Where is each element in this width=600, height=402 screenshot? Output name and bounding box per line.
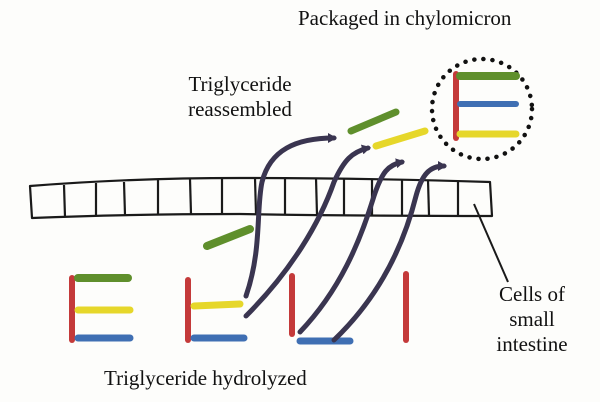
cell-strip-outline	[28, 176, 494, 220]
absorption-arrows	[243, 133, 447, 343]
fatty-acid-yellow	[372, 127, 429, 150]
label-line: reassembled	[188, 97, 292, 121]
fatty-acid-green	[203, 225, 254, 250]
label-triglyceride-reassembled: Triglyceride reassembled	[160, 72, 320, 122]
cell-divider	[122, 181, 127, 216]
cell-divider	[62, 184, 67, 218]
label-line: intestine	[496, 332, 568, 356]
label-line: Triglyceride	[188, 72, 292, 96]
label-cells-of-small-intestine: Cells of small intestine	[482, 282, 582, 357]
fatty-acid-yellow	[190, 300, 244, 310]
cell-divider	[253, 177, 258, 215]
label-line: Cells of	[499, 282, 565, 306]
hydrolyzed-triglyceride-1	[69, 274, 134, 343]
chylomicron-boundary	[429, 56, 535, 162]
label-triglyceride-hydrolyzed: Triglyceride hydrolyzed	[104, 366, 307, 390]
label-packaged-in-chylomicron: Packaged in chylomicron	[298, 6, 512, 30]
arrow-3	[297, 158, 405, 335]
arrow-2	[243, 144, 371, 319]
cell-divider	[314, 177, 319, 216]
packaged-triglyceride	[453, 71, 520, 141]
arrow-1	[243, 133, 337, 299]
cells-pointer-line	[473, 203, 509, 283]
reassembled-fatty-acids	[203, 108, 429, 250]
cell-divider	[188, 178, 193, 215]
hydrolyzed-triglyceride-3	[289, 273, 354, 345]
fatty-acid-green	[347, 108, 400, 135]
hydrolyzed-triglyceride-2	[185, 277, 248, 343]
label-line: small	[509, 307, 555, 331]
intestine-cell-strip	[28, 176, 494, 220]
arrow-4	[331, 161, 447, 343]
cell-divider	[426, 179, 431, 216]
